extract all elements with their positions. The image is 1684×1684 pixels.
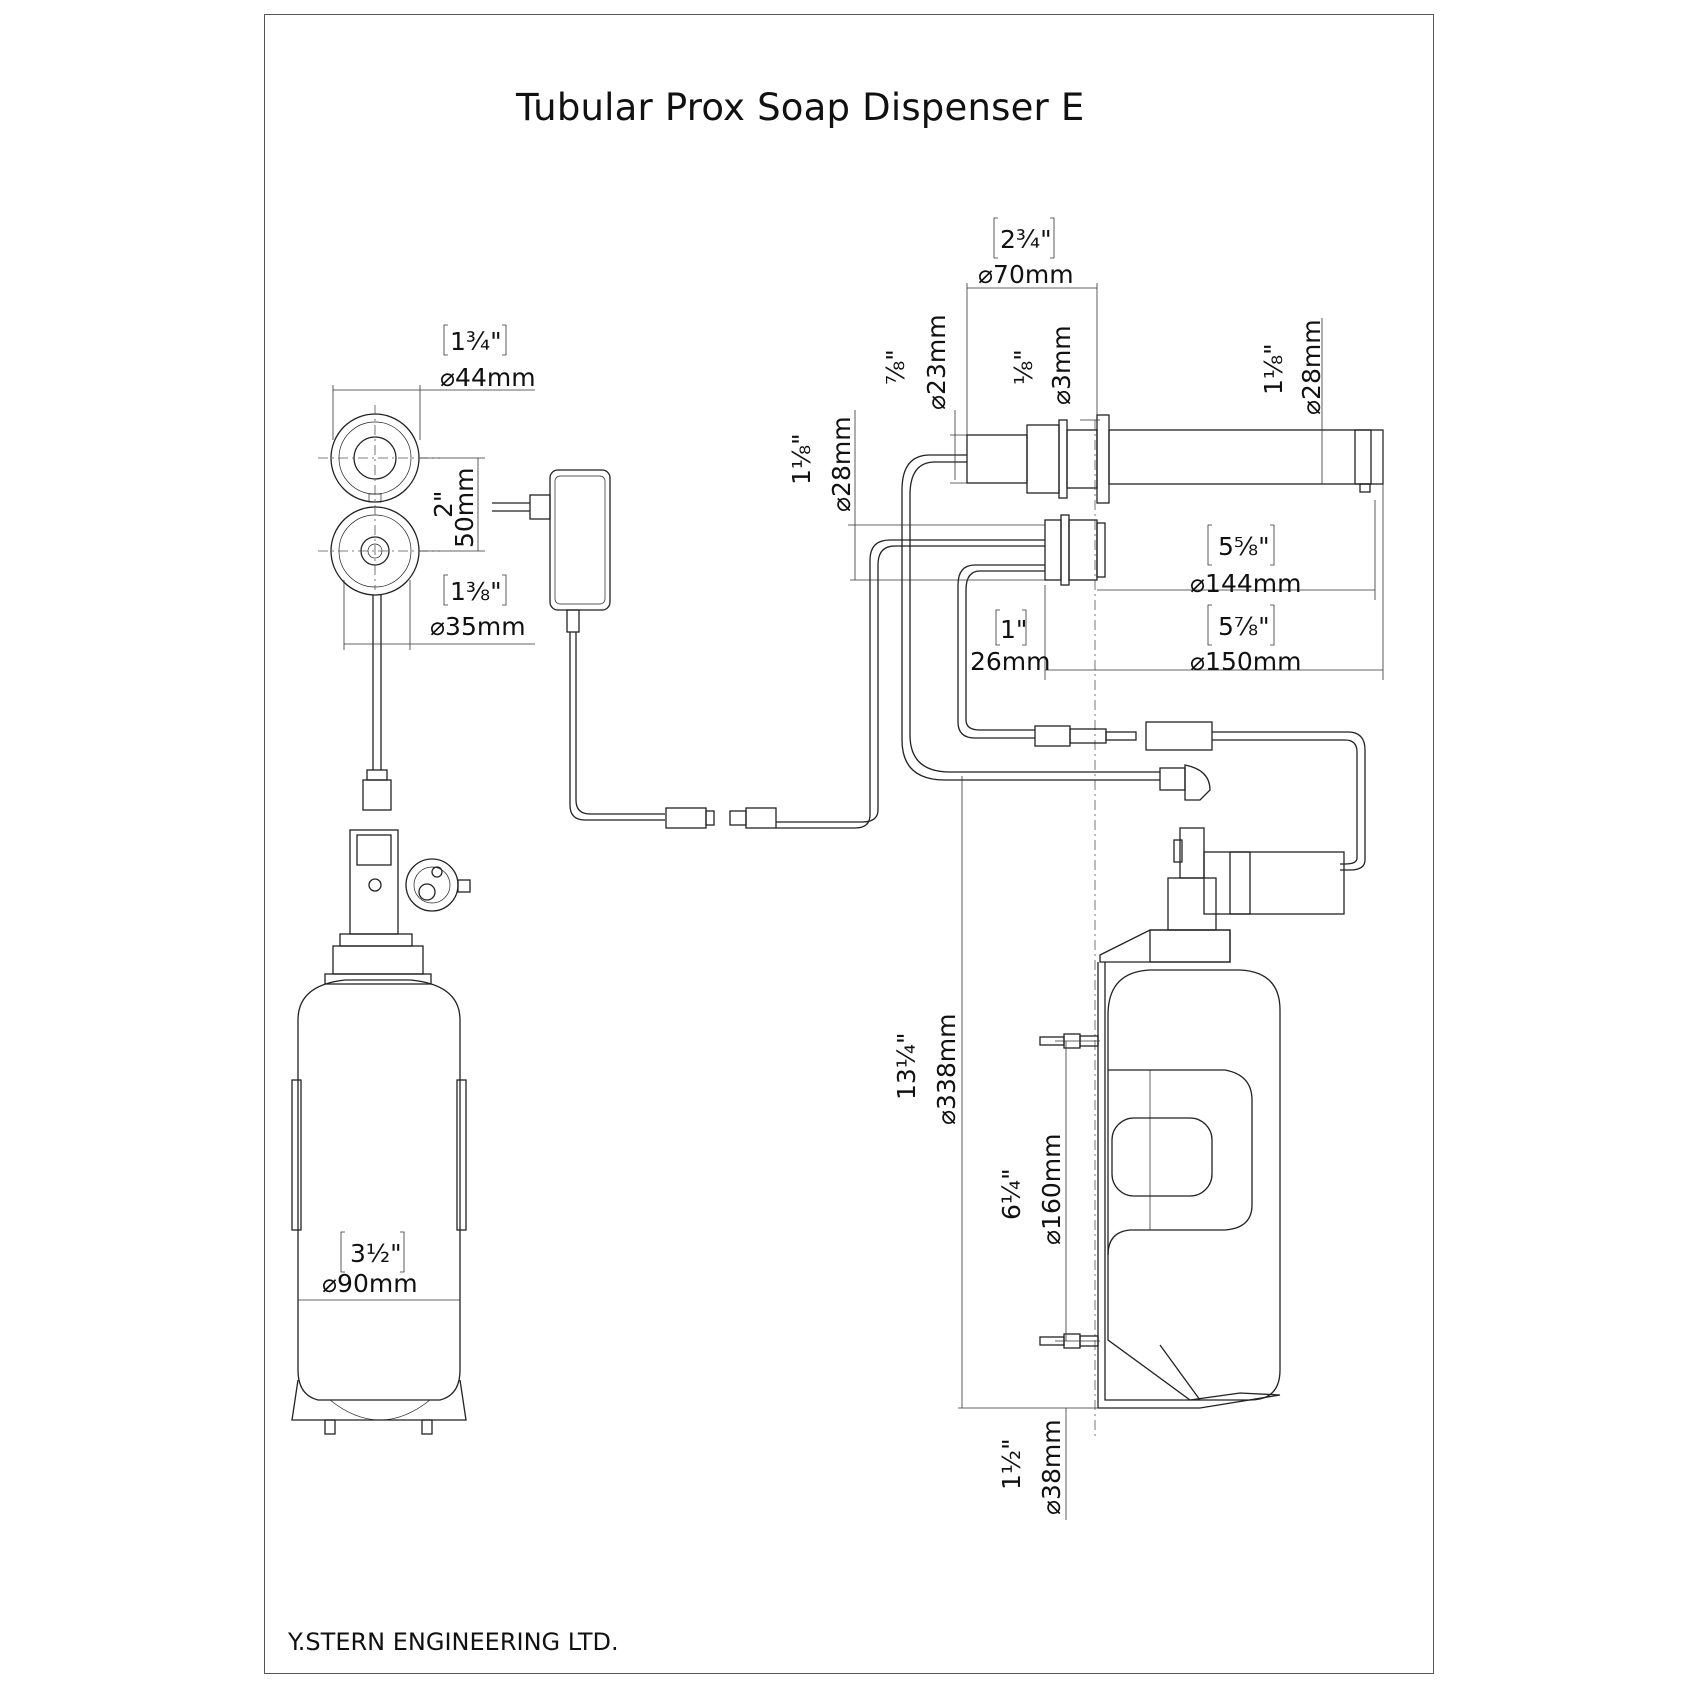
dimension-sensor-outer: 1¾" ⌀44mm (332, 324, 536, 440)
company-name: Y.STERN ENGINEERING LTD. (288, 1628, 619, 1656)
sensor-front-view (318, 405, 440, 770)
spout-body-inch: ⅞" (881, 349, 910, 385)
tubing (776, 454, 1366, 871)
sensor-outer-mm: ⌀44mm (440, 363, 536, 392)
bottom-gap-inch: 1½" (997, 1438, 1026, 1490)
pump-side-view (324, 769, 471, 985)
spout-plate-mm: ⌀3mm (1047, 325, 1076, 405)
deck-mm: 26mm (970, 647, 1051, 676)
bottle-dia-mm: ⌀90mm (322, 1269, 418, 1298)
dimension-sensor-pitch: 2" 50mm (420, 457, 485, 552)
spout-plate-inch: ⅛" (1009, 349, 1038, 385)
spout-assembly (966, 414, 1384, 1440)
dimension-spout-body: ⅞" ⌀23mm (881, 314, 967, 484)
dimension-deck: 1" 26mm (970, 585, 1051, 680)
spout-flange-inch: 2¾" (1000, 225, 1052, 254)
spout-total-mm: ⌀150mm (1190, 647, 1301, 676)
pump-front-view (1099, 764, 1345, 963)
sensor-pitch-inch: 2" (429, 491, 458, 518)
dimension-spout-plate: ⅛" ⌀3mm (1009, 325, 1100, 421)
total-height-inch: 13¼" (892, 1032, 921, 1100)
sensor-pitch-mm: 50mm (450, 467, 479, 548)
bottom-gap-mm: ⌀38mm (1037, 1419, 1066, 1515)
dimension-spout-reach: 5⅝" ⌀144mm (1097, 500, 1376, 600)
power-adapter (492, 469, 777, 829)
spout-body-mm: ⌀23mm (922, 314, 951, 410)
dimension-base-height: 1⅛" ⌀28mm (787, 410, 1045, 581)
spout-reach-inch: 5⅝" (1218, 532, 1270, 561)
dimension-total-height: 13¼" ⌀338mm (892, 776, 1098, 1409)
dimension-bottom-gap: 1½" ⌀38mm (997, 1408, 1067, 1520)
soap-bottle-front (1107, 969, 1281, 1401)
dimension-sensor-inner: 1⅜" ⌀35mm (343, 574, 535, 650)
drawing-title: Tubular Prox Soap Dispenser E (516, 86, 1085, 129)
dimension-spout-total: 5⅞" ⌀150mm (1045, 430, 1384, 680)
sensor-inner-inch: 1⅜" (450, 577, 502, 606)
spout-flange-mm: ⌀70mm (978, 260, 1074, 289)
dimension-bracket-holes: 6¼" ⌀160mm (997, 1040, 1100, 1342)
spout-total-inch: 5⅞" (1218, 612, 1270, 641)
drawing-sheet-border (264, 14, 1434, 1674)
bottle-dia-inch: 3½" (350, 1239, 402, 1268)
total-height-mm: ⌀338mm (932, 1014, 961, 1125)
dimension-spout-tube: 1⅛" ⌀28mm (1259, 318, 1326, 484)
bracket-holes-inch: 6¼" (997, 1168, 1026, 1220)
dimension-spout-flange: 2¾" ⌀70mm (966, 217, 1098, 435)
spout-reach-mm: ⌀144mm (1190, 569, 1301, 598)
spout-tube-mm: ⌀28mm (1297, 319, 1326, 415)
soap-bottle-side: 3½" ⌀90mm (291, 979, 467, 1435)
bracket-holes-mm: ⌀160mm (1037, 1134, 1066, 1245)
deck-inch: 1" (1000, 615, 1027, 644)
sensor-inner-mm: ⌀35mm (430, 612, 526, 641)
sensor-outer-inch: 1¾" (450, 327, 502, 356)
spout-tube-inch: 1⅛" (1259, 343, 1288, 395)
base-height-inch: 1⅛" (787, 433, 816, 485)
base-height-mm: ⌀28mm (827, 416, 856, 512)
